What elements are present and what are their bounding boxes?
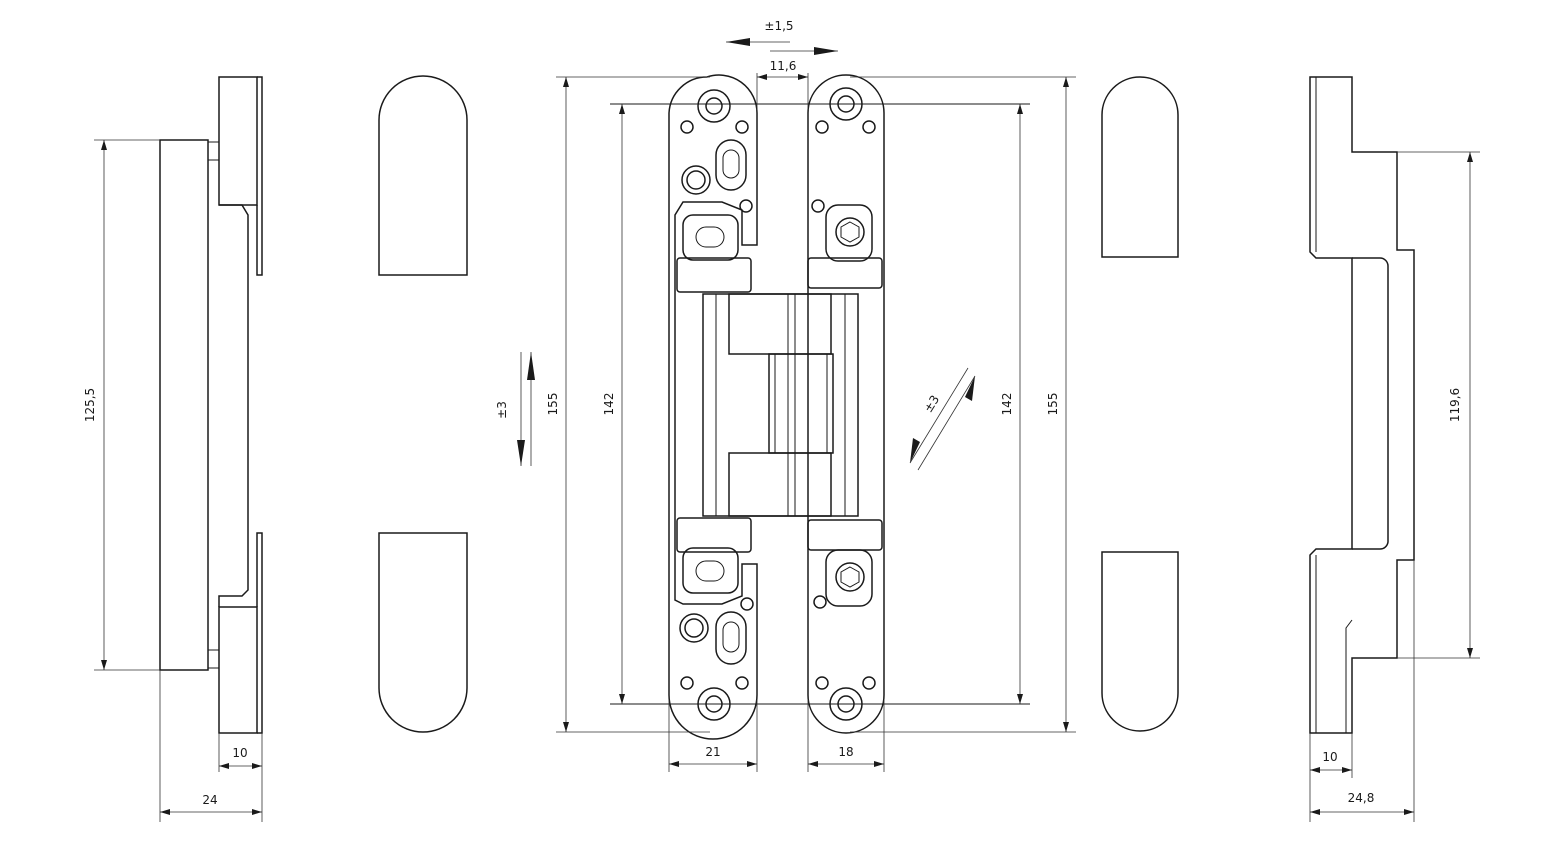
dim-overall-height-left: 155 bbox=[546, 393, 560, 416]
dim-side-left-depth: 24 bbox=[202, 793, 217, 807]
dim-gap: 11,6 bbox=[770, 59, 797, 73]
dim-overall-height-right: 155 bbox=[1046, 393, 1060, 416]
left-side-view bbox=[94, 76, 263, 822]
right-side-view bbox=[1309, 76, 1480, 822]
dim-side-left-depth-small: 10 bbox=[232, 746, 247, 760]
hinge-dimensions bbox=[517, 38, 1076, 772]
dim-width-right: 18 bbox=[838, 745, 853, 759]
hinge-front-view bbox=[610, 74, 1030, 740]
dim-side-left-height: 125,5 bbox=[83, 388, 97, 422]
dim-width-left: 21 bbox=[705, 745, 720, 759]
dim-side-right-depth-small: 10 bbox=[1322, 750, 1337, 764]
dim-side-right-depth: 24,8 bbox=[1348, 791, 1375, 805]
dim-side-right-height: 119,6 bbox=[1448, 388, 1462, 422]
right-cover-caps bbox=[1101, 76, 1179, 732]
dim-adjust-vertical: ±3 bbox=[495, 401, 509, 419]
dim-adjust-depth: ±3 bbox=[921, 393, 942, 415]
dim-hole-spacing-left: 142 bbox=[602, 393, 616, 416]
dim-adjust-horizontal: ±1,5 bbox=[764, 19, 793, 33]
left-cover-caps bbox=[378, 75, 468, 733]
dim-hole-spacing-right: 142 bbox=[1000, 393, 1014, 416]
